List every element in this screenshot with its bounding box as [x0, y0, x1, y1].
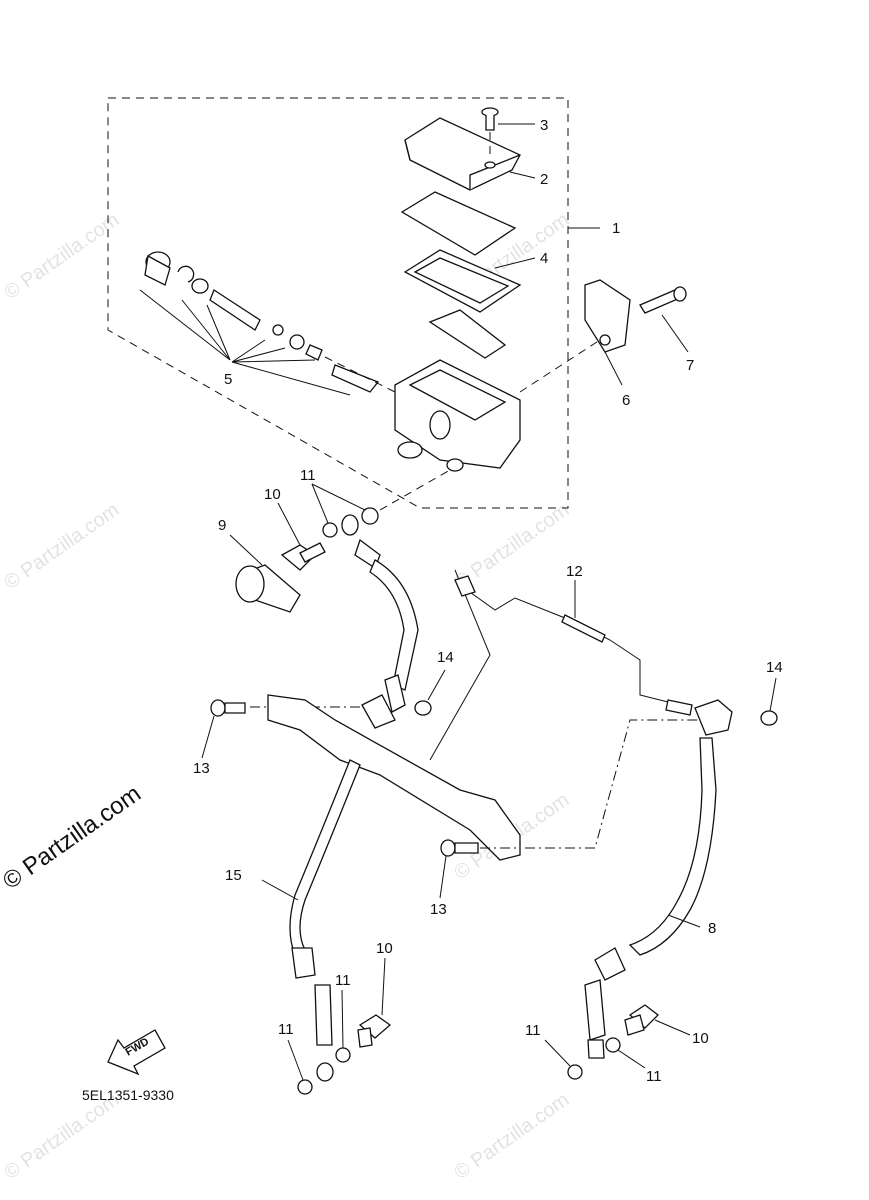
master-cylinder-body [394, 359, 521, 472]
callout-8: 8 [708, 920, 716, 937]
clamp-bolt [639, 286, 687, 314]
callout-10: 10 [376, 940, 393, 957]
leader-2 [509, 171, 536, 179]
callout-13: 13 [430, 901, 447, 918]
callout-11: 11 [335, 972, 351, 989]
leader-13b [439, 855, 447, 899]
bolt-lower [440, 839, 479, 857]
callout-11: 11 [278, 1021, 294, 1038]
callout-11: 11 [300, 467, 316, 484]
callout-7: 7 [686, 357, 694, 374]
watermark: © Partzilla.com [0, 209, 123, 304]
callout-9: 9 [218, 517, 226, 534]
callout-12: 12 [566, 563, 583, 580]
leader-9 [229, 534, 263, 566]
cap-screw [481, 107, 499, 160]
gasket-plate [428, 309, 507, 359]
callout-15: 15 [225, 867, 242, 884]
leader-15 [261, 879, 299, 901]
fwd-arrow: FWD [107, 1029, 166, 1076]
washer [361, 507, 379, 525]
callout-13: 13 [193, 760, 210, 777]
callout-10: 10 [264, 486, 281, 503]
callout-4: 4 [540, 250, 548, 267]
nut [414, 700, 432, 716]
leader-10b [381, 957, 386, 1016]
leader-8 [667, 914, 701, 928]
leader-14b [769, 677, 777, 712]
nut-right [760, 710, 778, 726]
leader-11b [341, 989, 344, 1049]
callout-5: 5 [224, 371, 232, 388]
hose-connection-line [379, 469, 451, 511]
assembly-box-outline [107, 97, 569, 509]
callout-2: 2 [540, 171, 548, 188]
leader-6 [604, 351, 623, 386]
callout-14: 14 [437, 649, 454, 666]
hose-bracket [267, 694, 521, 861]
leader-13 [201, 715, 215, 759]
reservoir-cap [404, 117, 521, 191]
callout-11: 11 [646, 1068, 662, 1085]
washer [297, 1079, 313, 1095]
leader-10c [654, 1019, 691, 1036]
washer [335, 1047, 351, 1063]
leader-10 [277, 502, 301, 546]
bracket-to-elbow-line [525, 719, 700, 849]
callout-11: 11 [525, 1022, 541, 1039]
callout-10: 10 [692, 1030, 709, 1047]
leader-11 [311, 483, 329, 524]
watermark: © Partzilla.com [450, 1089, 573, 1184]
washer [322, 522, 338, 538]
leader-11 [311, 483, 366, 511]
union-bolt-lower-left [357, 1014, 392, 1048]
brake-pipe [454, 575, 681, 706]
brake-hose-left [289, 759, 361, 1082]
leader-11c [287, 1039, 304, 1081]
leader-11e [544, 1039, 571, 1067]
washer [605, 1037, 621, 1053]
union-bolt-lower-right [624, 1004, 659, 1036]
boot-cover [235, 564, 301, 613]
clamp-to-body-line [519, 339, 601, 393]
leader-7 [661, 314, 689, 353]
hose-elbow-right [665, 699, 733, 736]
brake-hose-right [584, 737, 717, 1059]
leader-4 [494, 257, 536, 269]
brake-hose-upper [341, 514, 419, 691]
washer [567, 1064, 583, 1080]
diaphragm [403, 249, 522, 313]
part-code: 5EL1351-9330 [82, 1087, 174, 1103]
leader-11d [617, 1049, 646, 1069]
callout-1: 1 [612, 220, 620, 237]
hose-guide-line [429, 569, 491, 761]
callout-6: 6 [622, 392, 630, 409]
diaphragm-plate [400, 191, 517, 256]
watermark-main: © Partzilla.com [0, 780, 146, 895]
hose-joint [361, 674, 406, 729]
watermark: © Partzilla.com [0, 1089, 123, 1184]
leader-14 [427, 669, 446, 701]
callout-3: 3 [540, 117, 548, 134]
callout-14: 14 [766, 659, 783, 676]
watermark: © Partzilla.com [0, 499, 123, 594]
handlebar-clamp [584, 279, 631, 353]
piston-kit [144, 251, 396, 393]
bolt-upper [210, 699, 246, 717]
leader-5 [139, 289, 351, 396]
union-bolt-upper [280, 542, 326, 571]
